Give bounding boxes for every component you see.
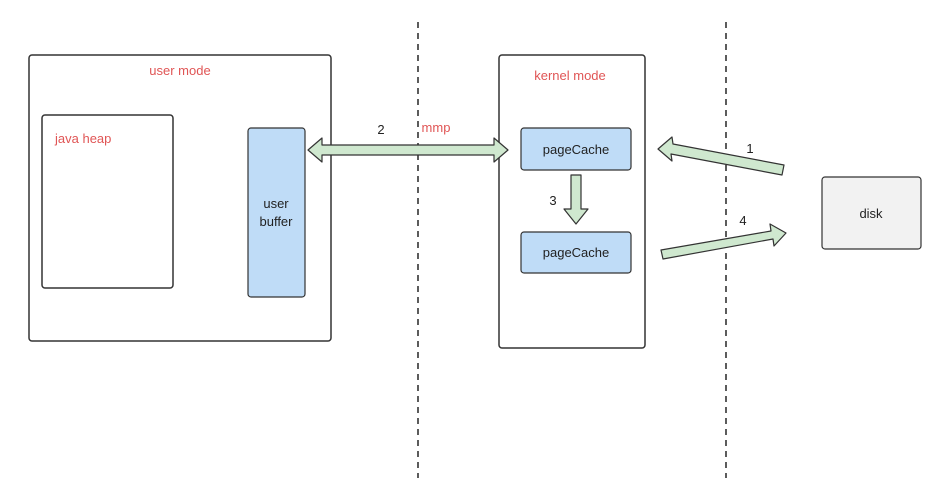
page-cache-top-box <box>520 127 632 171</box>
mmp-label: mmp <box>422 120 451 135</box>
user-buffer-label-line1: user <box>263 196 289 211</box>
page-cache-bottom-box <box>520 231 632 274</box>
user-buffer-label-line2: buffer <box>259 214 293 229</box>
arrow-page-cache-to-disk <box>660 223 787 260</box>
page-cache-top-label: pageCache <box>543 142 610 157</box>
java-heap-label: java heap <box>54 131 111 146</box>
step-4-label: 4 <box>739 213 746 228</box>
page-cache-bottom-label: pageCache <box>543 245 610 260</box>
down-arrow-cache <box>563 174 589 225</box>
step-2-label: 2 <box>377 122 384 137</box>
user-mode-label: user mode <box>149 63 210 78</box>
kernel-mode-label: kernel mode <box>534 68 606 83</box>
step-1-label: 1 <box>746 141 753 156</box>
java-heap-box <box>41 114 174 289</box>
disk-label: disk <box>859 206 883 221</box>
user-buffer-box <box>247 127 306 298</box>
step-3-label: 3 <box>549 193 556 208</box>
arrow-disk-to-page-cache <box>657 136 785 176</box>
double-arrow-mmap <box>307 137 509 163</box>
disk-box <box>821 176 922 250</box>
